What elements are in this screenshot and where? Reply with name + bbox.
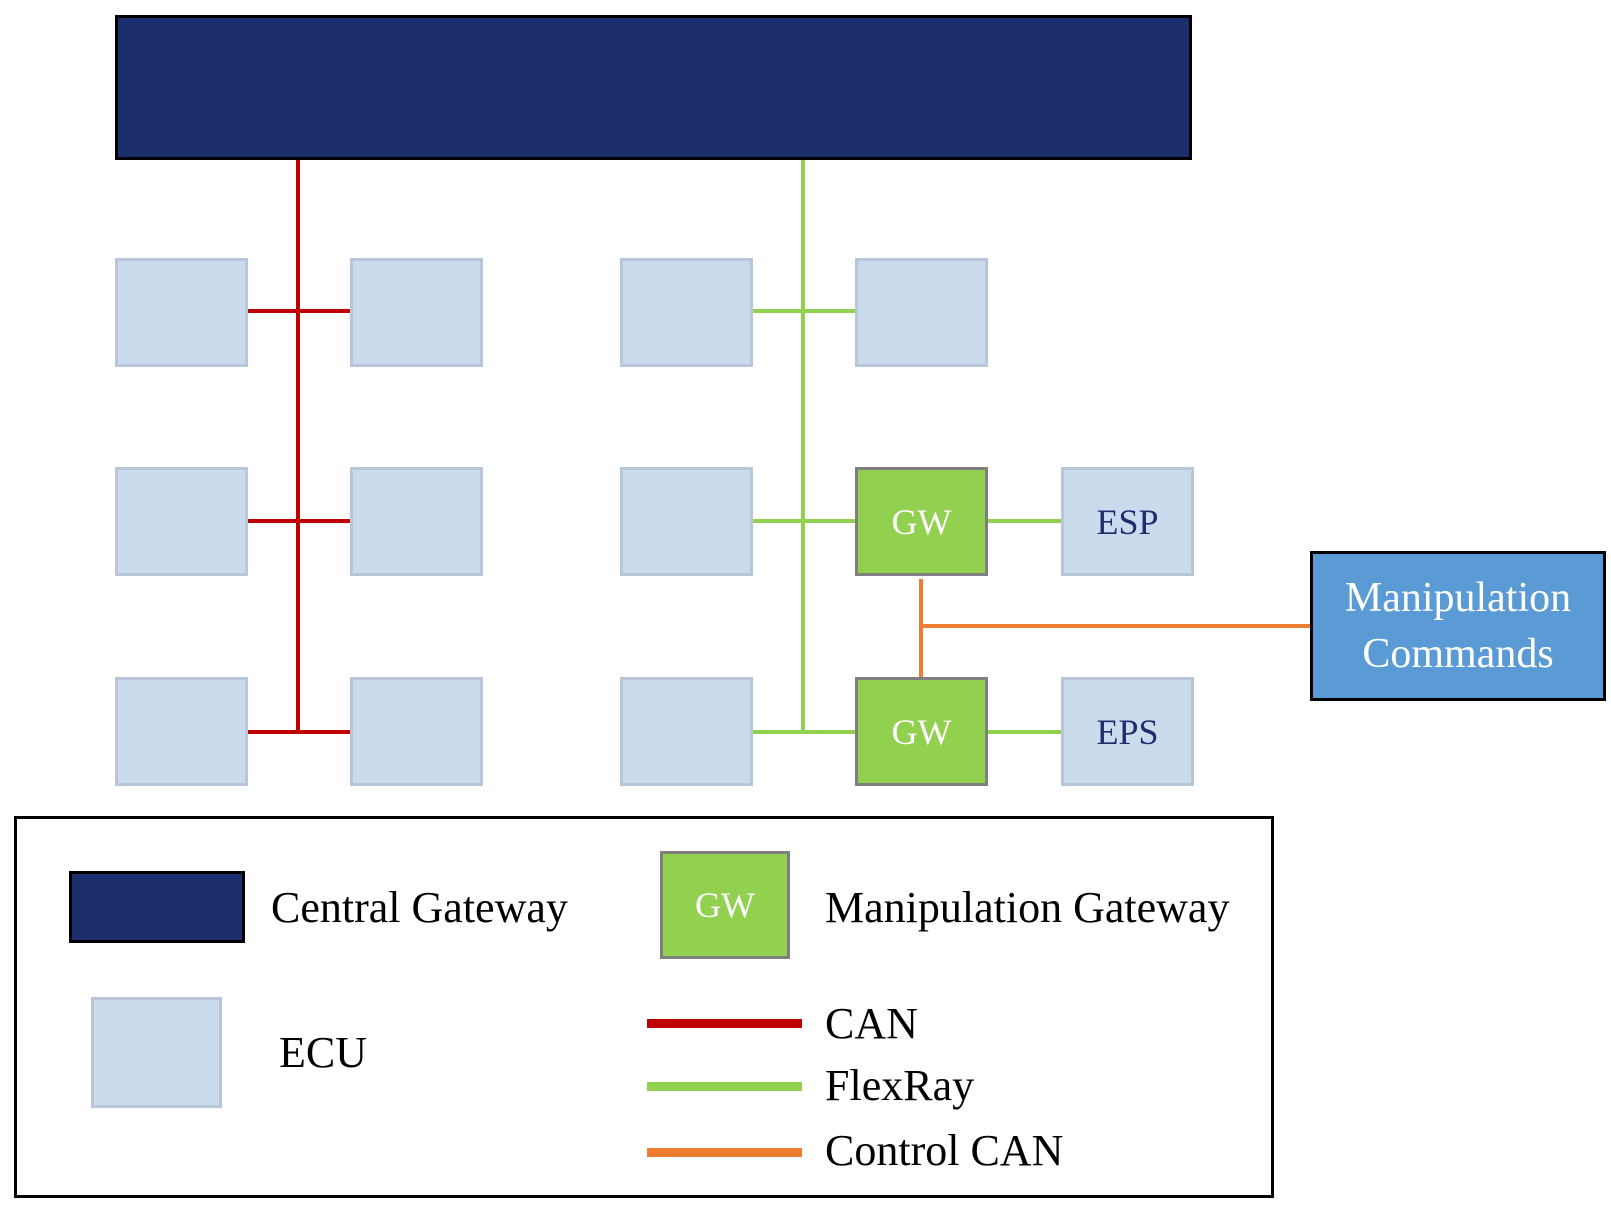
ecu-can-r1-left [115, 258, 248, 367]
legend-central-gateway-label: Central Gateway [271, 883, 568, 932]
gw-label: GW [891, 711, 952, 752]
manipulation-line2: Commands [1362, 631, 1554, 677]
ecu-flexray-r1-left [620, 258, 753, 367]
manipulation-commands-box: Manipulation Commands [1310, 551, 1606, 701]
legend-flexray-label: FlexRay [825, 1061, 975, 1110]
legend-gw-swatch: GW [660, 851, 790, 959]
gw-label: GW [891, 501, 952, 542]
ecu-eps: EPS [1061, 677, 1194, 786]
legend: Central Gateway GW Manipulation Gateway … [14, 816, 1274, 1198]
ecu-esp: ESP [1061, 467, 1194, 576]
legend-gw-symbol: GW [695, 885, 755, 925]
ecu-flexray-r2-left [620, 467, 753, 576]
legend-central-gateway-swatch [69, 871, 245, 943]
legend-ecu-swatch [91, 997, 222, 1108]
legend-manipulation-gateway-label: Manipulation Gateway [825, 883, 1230, 932]
central-gateway [115, 15, 1192, 160]
legend-control-can-label: Control CAN [825, 1126, 1064, 1175]
legend-can-label: CAN [825, 999, 918, 1048]
manipulation-line1: Manipulation [1344, 575, 1572, 621]
ecu-can-r2-right [350, 467, 483, 576]
ecu-can-r2-left [115, 467, 248, 576]
ecu-can-r3-left [115, 677, 248, 786]
legend-control-can-line [647, 1148, 802, 1157]
ecu-flexray-r3-left [620, 677, 753, 786]
legend-ecu-label: ECU [279, 1028, 367, 1077]
manipulation-gateway-lower: GW [855, 677, 988, 786]
ecu-can-r1-right [350, 258, 483, 367]
ecu-flexray-r1-right [855, 258, 988, 367]
legend-can-line [647, 1019, 802, 1028]
eps-label: EPS [1096, 711, 1159, 752]
manipulation-gateway-upper: GW [855, 467, 988, 576]
esp-label: ESP [1096, 501, 1159, 542]
legend-flexray-line [647, 1082, 802, 1091]
ecu-can-r3-right [350, 677, 483, 786]
